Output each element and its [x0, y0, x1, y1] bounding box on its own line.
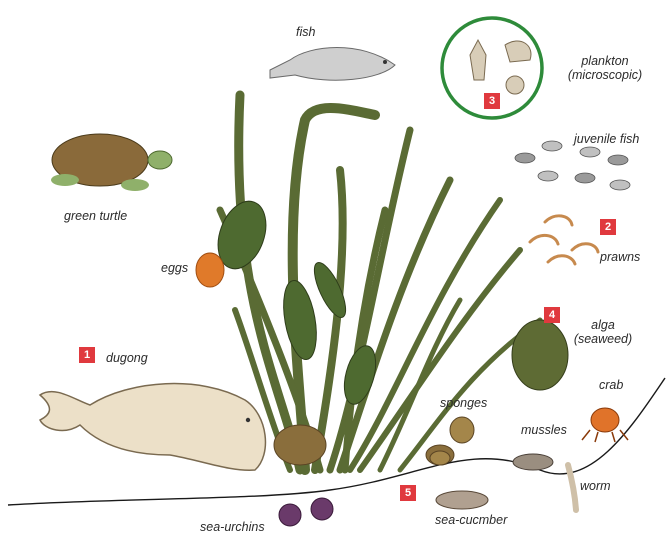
label-alga: alga (seaweed): [558, 318, 648, 346]
badge-plankton: 3: [484, 93, 500, 109]
juvenile-fish-illustration: [515, 141, 630, 190]
label-dugong: dugong: [106, 351, 148, 365]
label-plankton: plankton (microscopic): [560, 54, 650, 82]
badge-seafloor: 5: [400, 485, 416, 501]
plankton-illustration: [470, 40, 531, 94]
label-sponges: sponges: [440, 396, 487, 410]
label-alga-line1: alga: [558, 318, 648, 332]
label-sea-cucumber: sea-cucmber: [435, 513, 507, 527]
label-prawns: prawns: [600, 250, 640, 264]
label-juvenile-fish: juvenile fish: [574, 132, 639, 146]
label-fish: fish: [296, 25, 315, 39]
label-sea-urchins: sea-urchins: [200, 520, 265, 534]
badge-dugong: 1: [79, 347, 95, 363]
mussels-illustration: [513, 454, 553, 470]
egg-cluster: [196, 253, 224, 287]
label-mussles: mussles: [521, 423, 567, 437]
label-eggs: eggs: [161, 261, 188, 275]
prawns-illustration: [530, 216, 598, 264]
label-crab: crab: [599, 378, 623, 392]
green-turtle-illustration: [51, 134, 172, 191]
label-green-turtle: green turtle: [64, 209, 127, 223]
badge-prawns: 2: [600, 219, 616, 235]
fish-illustration: [270, 48, 395, 81]
sea-urchins-illustration: [279, 498, 333, 526]
dugong-illustration: [40, 384, 265, 471]
label-alga-line2: (seaweed): [558, 332, 648, 346]
sea-cucumber-illustration: [436, 491, 488, 509]
seagrass-illustration: [220, 95, 540, 470]
label-worm: worm: [580, 479, 611, 493]
badge-alga: 4: [544, 307, 560, 323]
label-plankton-line1: plankton: [560, 54, 650, 68]
label-plankton-line2: (microscopic): [560, 68, 650, 82]
